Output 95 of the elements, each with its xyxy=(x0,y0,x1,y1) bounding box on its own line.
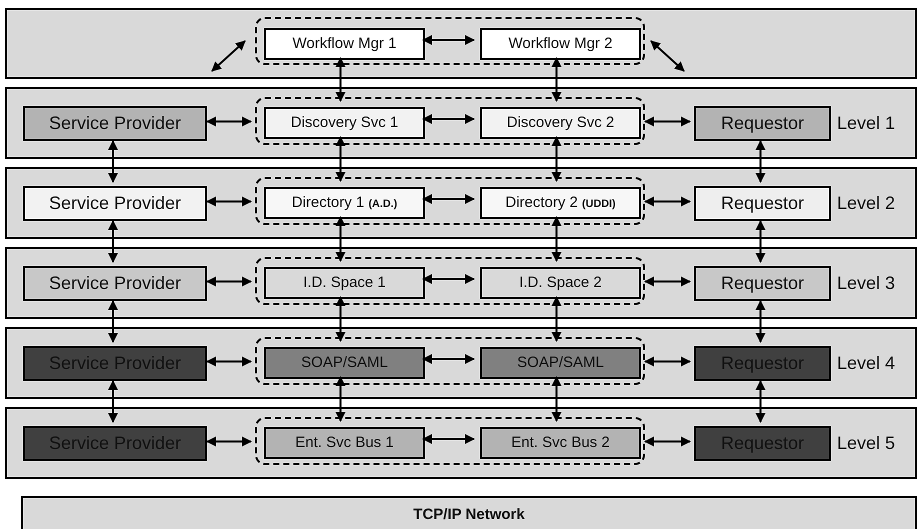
component-label: Service Provider xyxy=(48,192,182,215)
service-box xyxy=(264,107,425,139)
service-label: I.D. Space 2 xyxy=(518,273,603,293)
level-band xyxy=(5,407,917,479)
level-label: Level 1 xyxy=(837,112,896,134)
double-arrow xyxy=(650,40,685,72)
service-label: Workflow Mgr 2 xyxy=(508,34,614,54)
level-band xyxy=(5,327,917,399)
service-box xyxy=(264,187,425,219)
network-label: TCP/IP Network xyxy=(412,506,526,523)
dashed-group xyxy=(255,417,645,465)
dashed-group xyxy=(255,17,645,65)
component-label: Service Provider xyxy=(48,112,182,135)
double-arrow xyxy=(108,220,118,263)
component-label: Service Provider xyxy=(48,272,182,295)
service-box xyxy=(480,427,641,459)
double-arrow xyxy=(206,116,252,126)
dashed-group xyxy=(255,257,645,305)
double-arrow xyxy=(644,436,691,446)
double-arrow xyxy=(422,354,475,364)
service-box xyxy=(480,107,641,139)
level-band xyxy=(5,167,917,239)
double-arrow xyxy=(336,136,346,182)
service-label: SOAP/SAML xyxy=(300,353,389,373)
service-box xyxy=(480,347,641,379)
double-arrow xyxy=(422,274,475,284)
level-band xyxy=(5,87,917,159)
service-box xyxy=(480,28,641,60)
double-arrow xyxy=(206,276,252,286)
double-arrow xyxy=(206,356,252,366)
service-box xyxy=(264,28,425,60)
service-box xyxy=(480,267,641,299)
service-label: Workflow Mgr 1 xyxy=(292,34,398,54)
dashed-group xyxy=(255,337,645,385)
double-arrow xyxy=(552,57,562,102)
double-arrow xyxy=(756,300,766,343)
double-arrow xyxy=(211,40,246,72)
component-label: Requestor xyxy=(720,272,806,295)
component-box xyxy=(23,346,207,381)
component-box xyxy=(23,106,207,141)
component-box xyxy=(694,266,831,301)
service-box xyxy=(480,187,641,219)
service-label: SOAP/SAML xyxy=(516,353,605,373)
level-band xyxy=(5,8,917,79)
double-arrow xyxy=(644,116,691,126)
component-box xyxy=(23,266,207,301)
service-box xyxy=(264,427,425,459)
double-arrow xyxy=(644,276,691,286)
service-box xyxy=(264,267,425,299)
double-arrow xyxy=(756,380,766,423)
dashed-group xyxy=(255,97,645,145)
level-label: Level 4 xyxy=(837,352,896,374)
service-label: Directory 2 (UDDI) xyxy=(504,193,617,213)
double-arrow xyxy=(422,114,475,124)
double-arrow xyxy=(108,140,118,183)
component-box xyxy=(694,106,831,141)
service-label: I.D. Space 1 xyxy=(302,273,387,293)
component-box xyxy=(694,346,831,381)
double-arrow xyxy=(336,376,346,422)
double-arrow xyxy=(108,300,118,343)
service-label: Discovery Svc 1 xyxy=(290,113,400,133)
double-arrow xyxy=(206,436,252,446)
dashed-group xyxy=(255,177,645,225)
component-box xyxy=(694,186,831,221)
double-arrow xyxy=(108,380,118,423)
level-label: Level 3 xyxy=(837,272,896,294)
double-arrow xyxy=(206,196,252,206)
double-arrow xyxy=(422,35,475,45)
double-arrow xyxy=(336,296,346,342)
double-arrow xyxy=(756,220,766,263)
service-label: Ent. Svc Bus 1 xyxy=(294,433,395,453)
double-arrow xyxy=(552,136,562,182)
level-label: Level 5 xyxy=(837,432,896,454)
service-label: Directory 1 (A.D.) xyxy=(290,193,398,213)
component-label: Requestor xyxy=(720,112,806,135)
service-box xyxy=(264,347,425,379)
service-label: Ent. Svc Bus 2 xyxy=(510,433,611,453)
double-arrow xyxy=(552,296,562,342)
level-label: Level 2 xyxy=(837,192,896,214)
double-arrow xyxy=(422,434,475,444)
component-box xyxy=(694,426,831,461)
double-arrow xyxy=(644,196,691,206)
component-box xyxy=(23,186,207,221)
double-arrow xyxy=(644,356,691,366)
level-band xyxy=(5,247,917,319)
double-arrow xyxy=(552,216,562,262)
double-arrow xyxy=(336,216,346,262)
service-label: Discovery Svc 2 xyxy=(506,113,616,133)
double-arrow xyxy=(756,140,766,183)
component-box xyxy=(23,426,207,461)
double-arrow xyxy=(422,194,475,204)
component-label: Requestor xyxy=(720,192,806,215)
double-arrow xyxy=(336,57,346,102)
network-bar xyxy=(21,496,917,529)
double-arrow xyxy=(552,376,562,422)
